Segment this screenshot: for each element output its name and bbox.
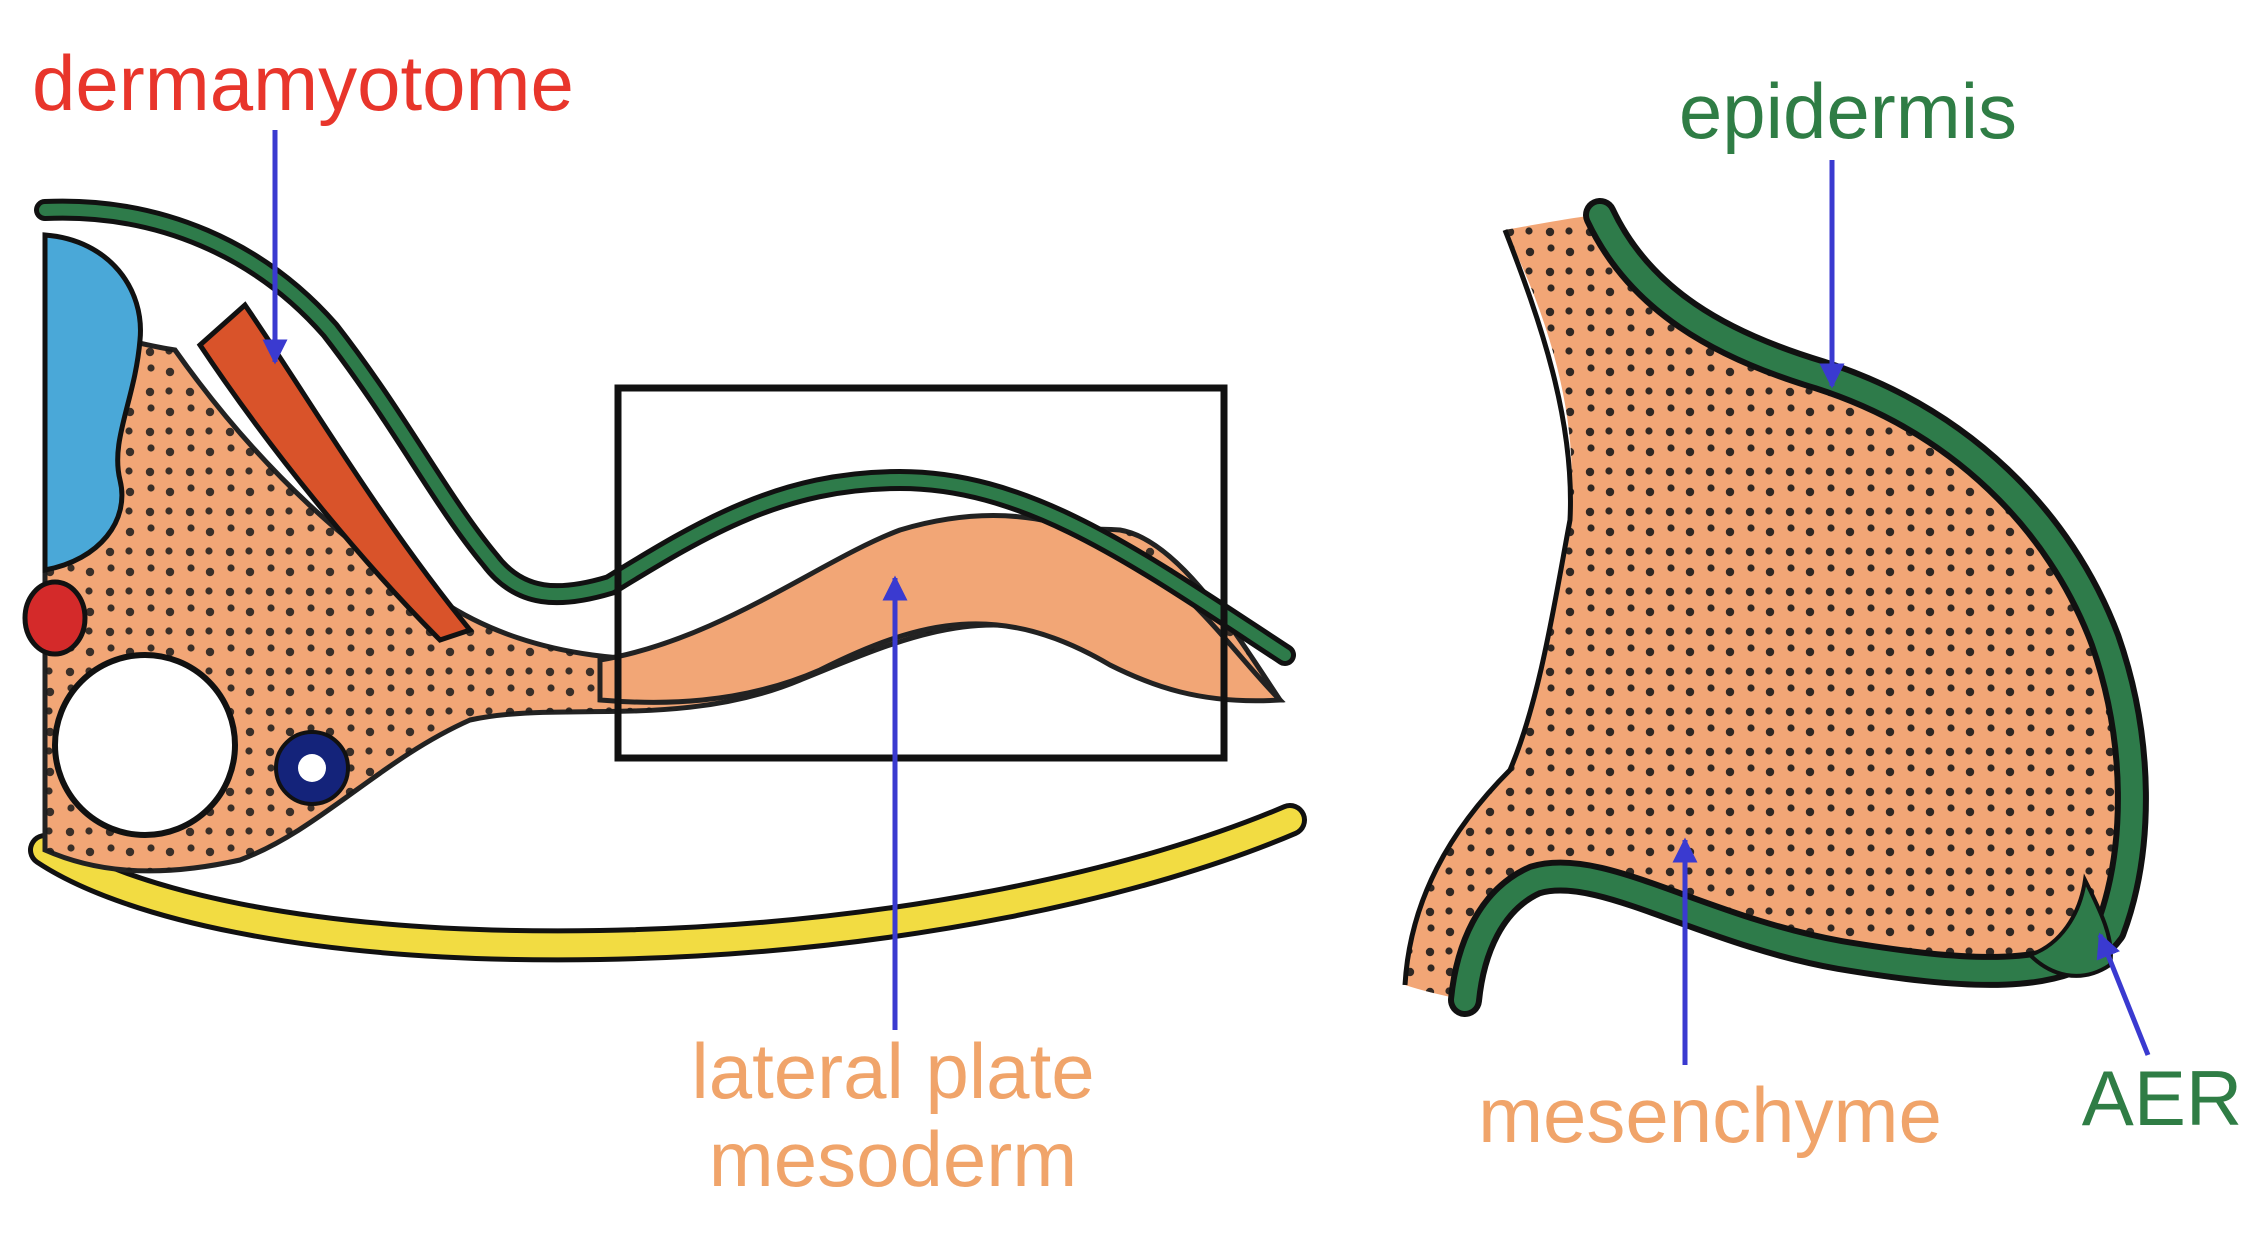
embryo-cross-section: dermamyotome lateral plate mesoderm	[22, 39, 1307, 1203]
notochord-circle	[52, 652, 238, 838]
lateral-plate-highlight-box	[614, 384, 1228, 762]
label-dermamyotome: dermamyotome	[32, 39, 574, 127]
arrow-aer	[2096, 932, 2151, 1056]
label-lateral-plate-line2: mesoderm	[709, 1115, 1077, 1203]
label-lateral-plate-line1: lateral plate	[691, 1027, 1094, 1115]
neural-tube	[42, 232, 143, 573]
label-epidermis: epidermis	[1679, 67, 2017, 155]
dermamyotome	[196, 301, 475, 643]
label-mesenchyme: mesenchyme	[1478, 1071, 1942, 1159]
label-aer: AER	[2082, 1054, 2242, 1142]
limb-bud: epidermis mesenchyme AER	[1402, 67, 2242, 1159]
apical-ectodermal-ridge	[2026, 873, 2113, 978]
lateral-plate-mesoderm	[597, 513, 1286, 705]
dorsal-aorta	[22, 579, 88, 657]
